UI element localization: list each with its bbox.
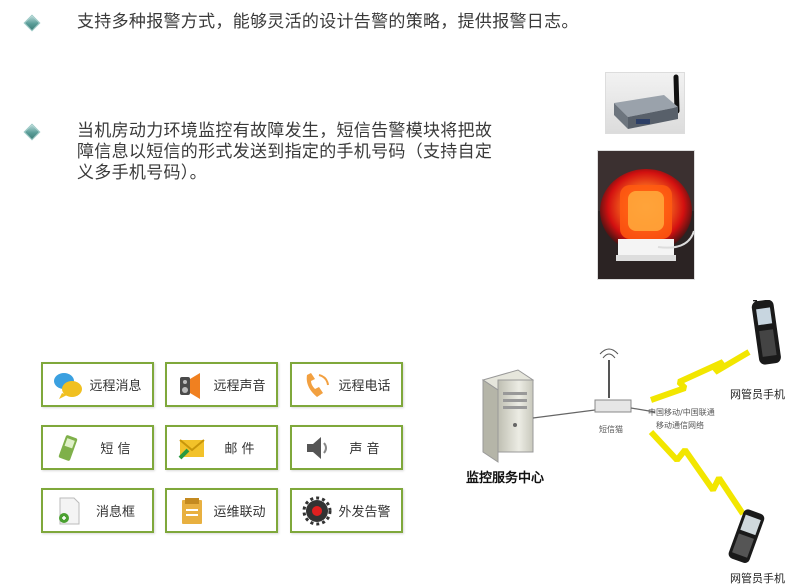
sms-modem-icon xyxy=(594,348,632,413)
sms-alarm-network-diagram: 监控服务中心 短信猫 中国移动/中国联通 移动通信网络 网管员手机 网管员手机 xyxy=(423,293,785,587)
telephone-icon xyxy=(300,368,334,402)
sms-modem-label: 短信猫 xyxy=(599,425,623,434)
alarm-gear-icon xyxy=(300,494,334,528)
mobile-phone-icon xyxy=(728,509,765,563)
network-label-line1: 中国移动/中国联通 xyxy=(648,408,715,417)
server-icon xyxy=(481,369,535,463)
mobile-phone-icon xyxy=(51,431,85,465)
bullet-text: 当机房动力环境监控有故障发生，短信告警模块将把故障信息以短信的形式发送到指定的手… xyxy=(77,121,493,183)
network-label-line2: 移动通信网络 xyxy=(656,421,704,430)
tile-sound[interactable]: 声 音 xyxy=(290,425,403,470)
tile-external-alarm[interactable]: 外发告警 xyxy=(290,488,403,533)
sms-modem-photo xyxy=(605,72,685,134)
tile-ops-linkage[interactable]: 运维联动 xyxy=(165,488,278,533)
lightning-bolt-icon xyxy=(648,429,746,516)
tile-label: 消息框 xyxy=(95,505,135,520)
tile-label: 外发告警 xyxy=(338,505,391,520)
envelope-icon xyxy=(175,431,209,465)
tile-label: 运维联动 xyxy=(213,505,266,520)
tile-label: 短 信 xyxy=(100,442,131,457)
tile-remote-sound[interactable]: 远程声音 xyxy=(165,362,278,407)
sound-icon xyxy=(300,431,334,465)
admin-phone-label-top: 网管员手机 xyxy=(730,388,785,401)
diamond-bullet-icon xyxy=(24,124,40,140)
tile-label: 邮 件 xyxy=(224,442,255,457)
tile-message-box[interactable]: 消息框 xyxy=(41,488,154,533)
monitoring-center-label: 监控服务中心 xyxy=(466,471,545,486)
message-box-icon xyxy=(51,494,85,528)
tile-label: 远程电话 xyxy=(338,379,391,394)
speaker-icon xyxy=(175,368,209,402)
tile-label: 声 音 xyxy=(349,442,380,457)
tile-label: 远程消息 xyxy=(89,379,142,394)
tile-label: 远程声音 xyxy=(213,379,266,394)
lightning-bolt-icon xyxy=(650,349,751,403)
diamond-bullet-icon xyxy=(24,15,40,31)
mobile-phone-icon xyxy=(751,293,781,365)
tile-email[interactable]: 邮 件 xyxy=(165,425,278,470)
alarm-siren-photo xyxy=(597,150,695,280)
bullet-sms-alert: 当机房动力环境监控有故障发生，短信告警模块将把故障信息以短信的形式发送到指定的手… xyxy=(24,121,507,184)
tile-remote-message[interactable]: 远程消息 xyxy=(41,362,154,407)
folder-link-icon xyxy=(175,494,209,528)
tile-sms[interactable]: 短 信 xyxy=(41,425,154,470)
admin-phone-label-bottom: 网管员手机 xyxy=(730,572,785,585)
bullet-alarm-methods: 支持多种报警方式，能够灵活的设计告警的策略，提供报警日志。 xyxy=(24,12,579,33)
tile-remote-phone[interactable]: 远程电话 xyxy=(290,362,403,407)
bullet-text: 支持多种报警方式，能够灵活的设计告警的策略，提供报警日志。 xyxy=(77,12,579,32)
chat-bubbles-icon xyxy=(51,368,85,402)
